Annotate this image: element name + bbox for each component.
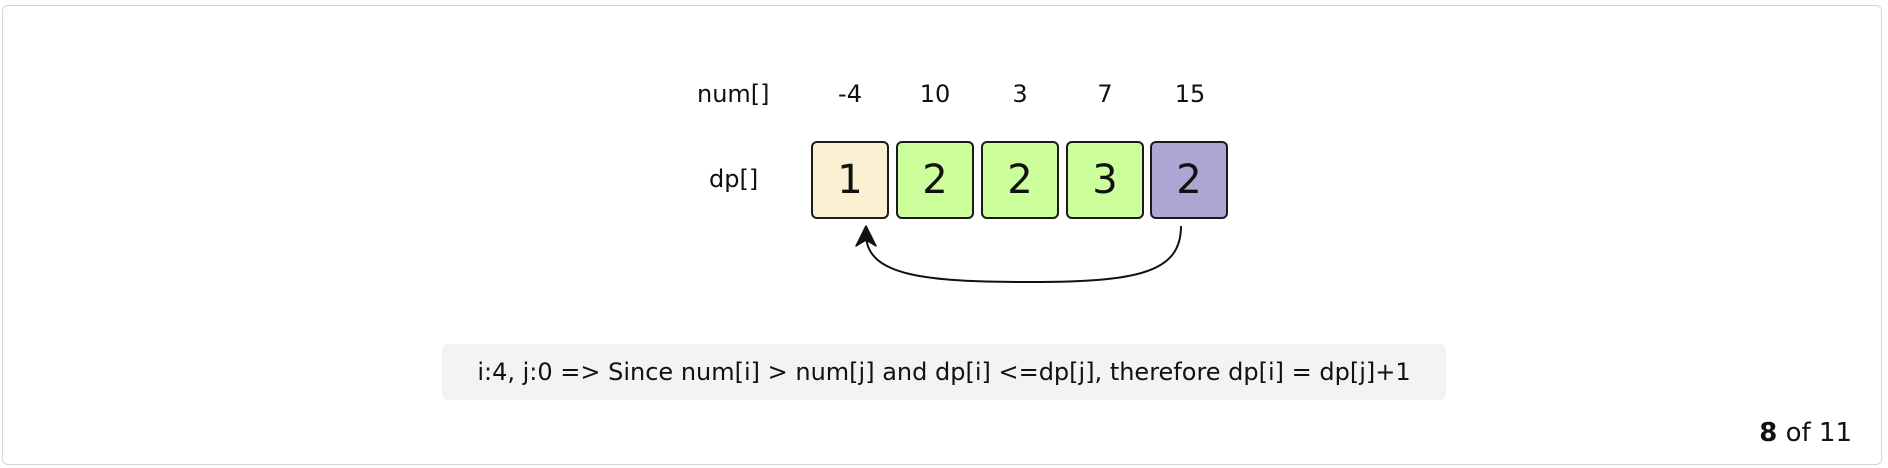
dp-cell-1: 2 [896, 141, 974, 219]
slide-counter-total: of 11 [1785, 418, 1852, 448]
num-array-label: num[] [697, 80, 770, 108]
step-caption: i:4, j:0 => Since num[i] > num[j] and dp… [442, 344, 1446, 400]
num-value-1: 10 [919, 80, 951, 108]
num-value-4: 15 [1174, 80, 1206, 108]
slide-counter-current: 8 [1759, 418, 1778, 448]
dp-cell-4: 2 [1150, 141, 1228, 219]
num-value-3: 7 [1097, 80, 1113, 108]
num-value-0: -4 [838, 80, 862, 108]
dp-cell-2: 2 [981, 141, 1059, 219]
dp-cell-0: 1 [811, 141, 889, 219]
num-value-2: 3 [1012, 80, 1028, 108]
slide-counter: 8 of 11 [1759, 418, 1852, 448]
dp-cell-3: 3 [1066, 141, 1144, 219]
dp-array-label: dp[] [709, 165, 759, 193]
